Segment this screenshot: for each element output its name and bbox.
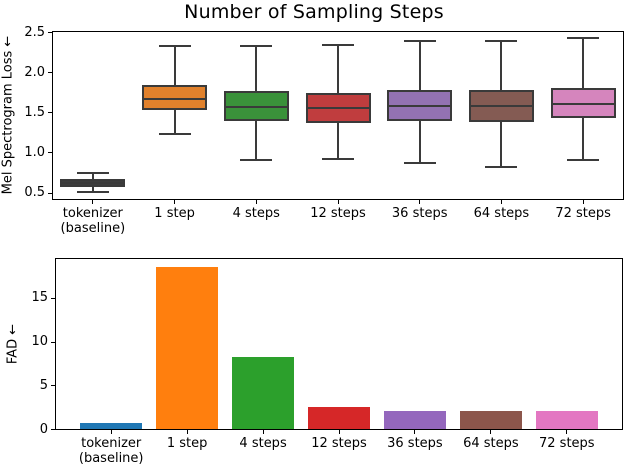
- x-tick-label-tokenizer-baseline: tokenizer(baseline): [78, 435, 144, 466]
- box-1-step: [142, 84, 208, 111]
- x-tick-mark: [338, 429, 340, 434]
- bar-36-steps: [383, 411, 446, 429]
- y-tick-mark: [51, 341, 55, 343]
- median-tokenizer-baseline: [62, 181, 124, 184]
- x-tick-mark: [255, 199, 257, 204]
- x-tick-label-1-step: 1 step: [154, 205, 195, 221]
- whisker-cap-top-72-steps: [567, 37, 600, 40]
- x-tick-label-12-steps: 12 steps: [311, 435, 367, 451]
- bar-tokenizer-baseline: [80, 423, 143, 429]
- x-tick-mark: [500, 199, 502, 204]
- x-tick-mark: [490, 429, 492, 434]
- median-1-step: [144, 98, 206, 101]
- figure-title: Number of Sampling Steps: [184, 1, 444, 23]
- whisker-cap-top-36-steps: [403, 40, 436, 43]
- median-36-steps: [389, 104, 451, 107]
- x-tick-label-36-steps: 36 steps: [387, 435, 443, 451]
- bar-1-step: [156, 266, 219, 429]
- y-tick-mark: [51, 385, 55, 387]
- x-tick-mark: [174, 199, 176, 204]
- x-tick-mark: [92, 199, 94, 204]
- bar-12-steps: [308, 406, 370, 429]
- whisker-cap-bottom-72-steps: [567, 159, 600, 162]
- whisker-cap-bottom-tokenizer-baseline: [76, 191, 109, 194]
- y-tick-label: 0.5: [24, 185, 45, 201]
- x-tick-label-64-steps: 64 steps: [463, 435, 519, 451]
- whisker-cap-bottom-12-steps: [322, 157, 354, 160]
- y-tick-label: 2.5: [24, 24, 45, 40]
- y-tick-mark: [51, 429, 55, 430]
- median-4-steps: [225, 106, 287, 109]
- whisker-cap-top-64-steps: [485, 39, 518, 42]
- y-tick-label: 15: [31, 290, 48, 306]
- whisker-cap-bottom-36-steps: [403, 162, 436, 165]
- x-tick-mark: [414, 429, 416, 434]
- whisker-cap-top-tokenizer-baseline: [76, 172, 109, 175]
- median-72-steps: [552, 103, 614, 106]
- x-tick-label-64-steps: 64 steps: [473, 205, 530, 221]
- x-tick-label-tokenizer-baseline: tokenizer(baseline): [60, 205, 126, 236]
- whisker-cap-top-12-steps: [322, 43, 354, 46]
- box-4-steps: [223, 91, 289, 121]
- bar-72-steps: [535, 411, 598, 429]
- whisker-cap-bottom-64-steps: [485, 165, 518, 168]
- x-tick-mark: [110, 429, 112, 434]
- whisker-cap-bottom-4-steps: [240, 159, 273, 162]
- y-tick-label: 0: [39, 421, 48, 437]
- y-tick-mark: [48, 192, 52, 194]
- y-tick-label: 2.0: [24, 64, 45, 80]
- x-tick-mark: [186, 429, 188, 434]
- y-tick-mark: [48, 112, 52, 114]
- whisker-cap-top-1-step: [158, 45, 191, 48]
- bar-64-steps: [459, 411, 522, 429]
- x-tick-label-1-step: 1 step: [166, 435, 208, 451]
- median-12-steps: [307, 107, 369, 110]
- y-tick-label: 1.0: [24, 144, 45, 160]
- x-tick-label-72-steps: 72 steps: [539, 435, 595, 451]
- y-tick-label: 5: [39, 377, 48, 393]
- x-tick-label-4-steps: 4 steps: [239, 435, 287, 451]
- y-tick-label: 1.5: [24, 104, 45, 120]
- x-tick-mark: [582, 199, 584, 204]
- y-tick-mark: [48, 72, 52, 74]
- x-tick-mark: [337, 199, 339, 204]
- x-tick-label-12-steps: 12 steps: [310, 205, 366, 221]
- whisker-cap-top-4-steps: [240, 45, 273, 48]
- x-tick-mark: [419, 199, 421, 204]
- bar-4-steps: [232, 356, 295, 429]
- y-tick-mark: [48, 152, 52, 154]
- x-tick-mark: [262, 429, 264, 434]
- bar-axes: [55, 258, 623, 430]
- whisker-cap-bottom-1-step: [158, 132, 191, 135]
- x-tick-label-72-steps: 72 steps: [555, 205, 611, 221]
- y-tick-mark: [48, 32, 52, 34]
- median-64-steps: [470, 104, 532, 107]
- y-tick-label: 10: [31, 334, 48, 349]
- y-tick-mark: [51, 297, 55, 299]
- x-tick-label-4-steps: 4 steps: [232, 205, 280, 221]
- x-tick-label-36-steps: 36 steps: [391, 205, 448, 221]
- x-tick-mark: [566, 429, 568, 434]
